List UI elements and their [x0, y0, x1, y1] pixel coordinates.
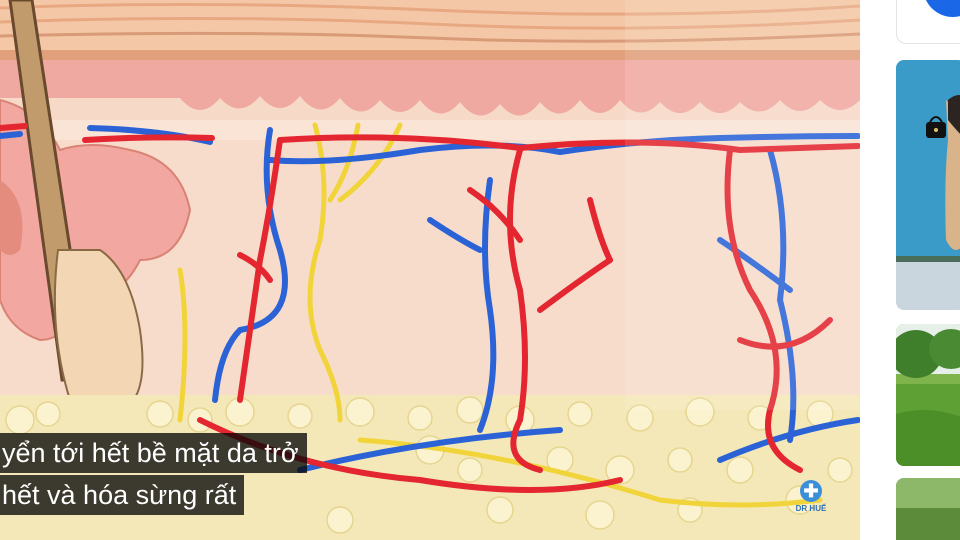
caption-line: yển tới hết bề mặt da trở [0, 433, 307, 473]
captions: yển tới hết bề mặt da trở hết và hóa sừn… [0, 430, 400, 540]
top-card[interactable] [896, 0, 960, 44]
medical-cross-icon: ✚ [800, 480, 822, 502]
skin-anatomy-illustration [0, 0, 860, 540]
related-videos-sidebar [860, 0, 960, 540]
video-player[interactable]: yển tới hết bề mặt da trở hết và hóa sừn… [0, 0, 860, 540]
watermark-text: DR HUẾ [795, 504, 827, 513]
caption-line: hết và hóa sừng rất [0, 475, 245, 515]
green-field-thumbnail [896, 478, 960, 540]
channel-watermark: ✚ DR HUẾ [790, 480, 832, 524]
video-thumbnail[interactable] [896, 478, 960, 540]
woman-with-handbag-thumbnail [896, 60, 960, 310]
video-thumbnail[interactable] [896, 324, 960, 466]
blue-circle-icon [923, 0, 960, 17]
video-thumbnail[interactable] [896, 60, 960, 310]
green-meadow-thumbnail [896, 324, 960, 466]
